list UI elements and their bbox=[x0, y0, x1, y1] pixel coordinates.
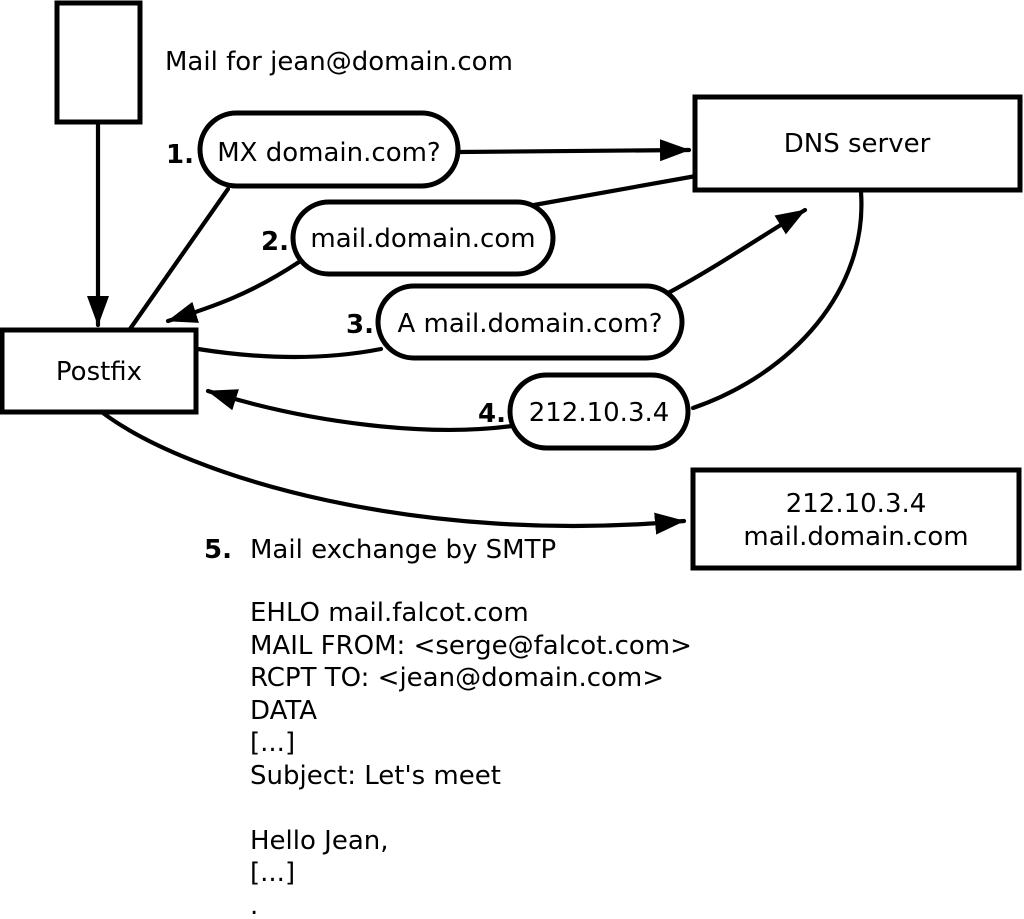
query-mx-to-dns-arrow bbox=[456, 139, 692, 162]
smtp-session-line-ellipsis-1: [...] bbox=[250, 728, 296, 758]
response-ip-label: 212.10.3.4 bbox=[529, 398, 670, 428]
response-ip-pill bbox=[507, 372, 691, 451]
postfix-label: Postfix bbox=[56, 357, 142, 387]
query-a-pill bbox=[375, 283, 685, 361]
dns-server-label: DNS server bbox=[784, 129, 931, 159]
smtp-session-line-mail-from: MAIL FROM: <serge@falcot.com> bbox=[250, 630, 692, 661]
step-2-number: 2. bbox=[261, 227, 289, 257]
mail-server-hostname-label: mail.domain.com bbox=[743, 522, 968, 552]
smtp-session-line-hello: Hello Jean, bbox=[250, 825, 389, 856]
response-mx-to-postfix-arrow bbox=[165, 259, 302, 324]
postfix-box bbox=[0, 327, 199, 415]
postfix-to-query-a-line bbox=[195, 346, 384, 360]
step-5-number: 5. bbox=[204, 535, 232, 565]
diagram-title: Mail for jean@domain.com bbox=[165, 47, 513, 77]
response-mx-pill bbox=[290, 199, 556, 277]
smtp-session-line-subject: Subject: Let's meet bbox=[250, 760, 501, 791]
dns-server-box bbox=[692, 94, 1023, 193]
smtp-session-line-ehlo: EHLO mail.falcot.com bbox=[250, 598, 529, 628]
postfix-to-mailserver-arrow bbox=[100, 410, 687, 535]
smtp-session-line-rcpt-to: RCPT TO: <jean@domain.com> bbox=[250, 663, 665, 693]
query-mx-pill bbox=[197, 110, 461, 189]
sender-message-box bbox=[54, 0, 143, 125]
mail-server-box bbox=[690, 467, 1022, 571]
step-5-label: Mail exchange by SMTP bbox=[250, 535, 556, 565]
response-mx-label: mail.domain.com bbox=[310, 224, 535, 254]
query-a-label: A mail.domain.com? bbox=[398, 309, 663, 339]
step-4-number: 4. bbox=[478, 399, 506, 429]
smtp-session-line-blank bbox=[250, 792, 692, 825]
smtp-session-line-ellipsis-2: [...] bbox=[250, 858, 296, 888]
response-ip-to-postfix-arrow bbox=[205, 388, 515, 432]
step-1-number: 1. bbox=[166, 140, 194, 170]
query-mx-label: MX domain.com? bbox=[217, 138, 440, 168]
smtp-session-line-data: DATA bbox=[250, 695, 317, 726]
dns-to-response-ip-line bbox=[690, 189, 864, 411]
mail-server-ip-label: 212.10.3.4 bbox=[786, 489, 927, 519]
dns-to-response-mx-line bbox=[531, 173, 699, 208]
smtp-session-line-end-dot: . bbox=[250, 890, 259, 919]
smtp-session-block: EHLO mail.falcot.com MAIL FROM: <serge@f… bbox=[250, 597, 692, 919]
query-a-to-dns-arrow bbox=[665, 207, 808, 296]
step-3-number: 3. bbox=[346, 310, 374, 340]
postfix-to-query-mx-line bbox=[127, 186, 231, 332]
